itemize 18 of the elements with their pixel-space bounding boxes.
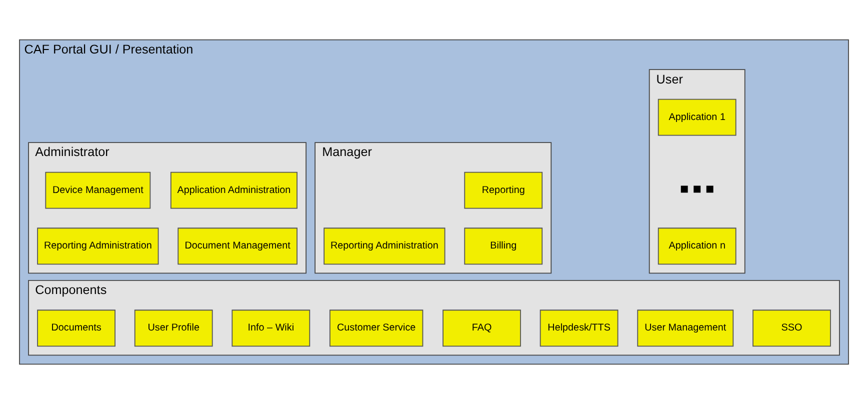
node-box: SSO — [752, 309, 831, 346]
node-box: Documents — [37, 309, 116, 346]
node-box: User Profile — [134, 309, 213, 346]
node-box: Application Administration — [170, 171, 298, 208]
node-box: Billing — [464, 227, 543, 264]
node-box: Application 1 — [658, 98, 736, 136]
node-box: User Management — [637, 309, 734, 346]
node-box: Helpdesk/TTS — [540, 309, 618, 346]
node-box: Info – Wiki — [232, 309, 310, 346]
label: ■ ■ ■ — [680, 181, 714, 198]
node-box: Device Management — [45, 171, 151, 208]
node-box: Reporting Administration — [324, 227, 446, 264]
node-box: Reporting — [464, 171, 543, 208]
node-box: Application n — [658, 227, 736, 264]
node-box: Reporting Administration — [37, 227, 159, 264]
node-box: FAQ — [442, 309, 521, 346]
node-box: Document Management — [178, 227, 298, 264]
node-box: Customer Service — [329, 309, 424, 346]
